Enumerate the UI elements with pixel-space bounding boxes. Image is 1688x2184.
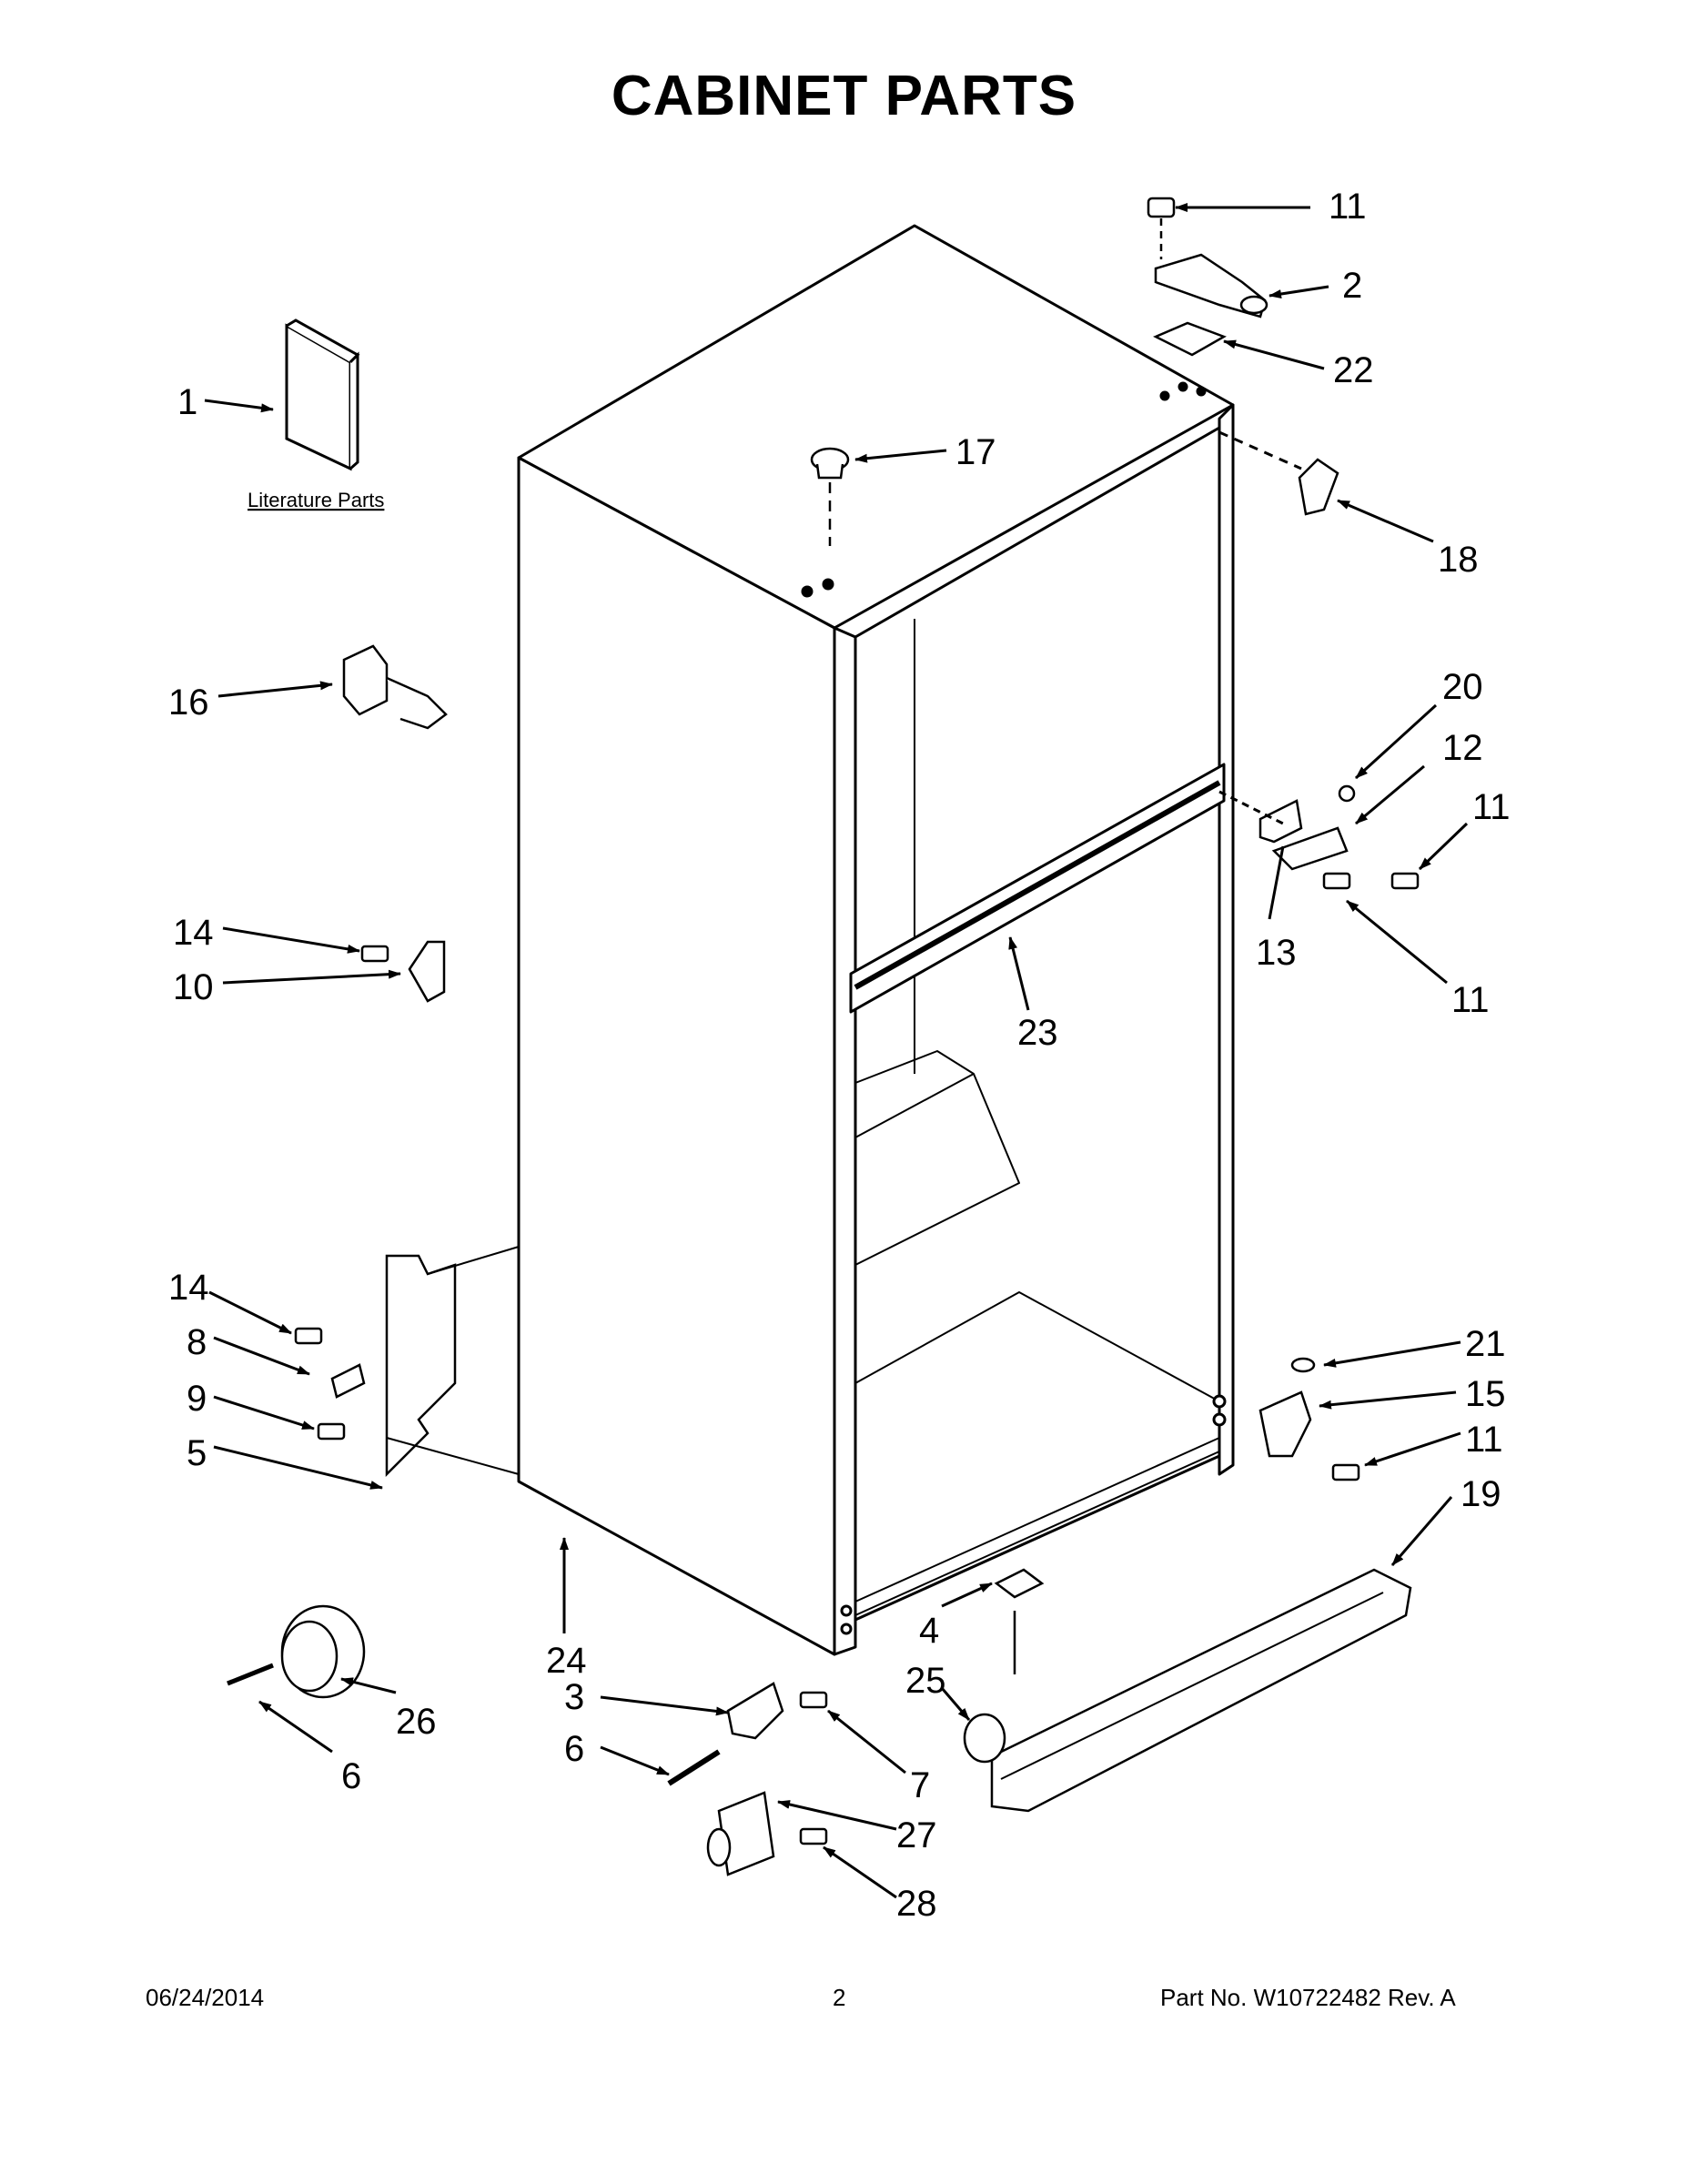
- plug-part-17: [810, 447, 850, 546]
- callout-25: 25: [905, 1661, 946, 1701]
- callout-21: 21: [1465, 1324, 1506, 1364]
- footer-part-number: Part No. W10722482 Rev. A: [1160, 1984, 1456, 2011]
- literature-parts-label: Literature Parts: [248, 489, 384, 511]
- roller-bracket-part-3: [667, 1682, 828, 1786]
- callout-13: 13: [1256, 933, 1297, 973]
- literature-book: [285, 318, 360, 471]
- pad-part-4: [994, 1568, 1045, 1599]
- callout-11b: 11: [1472, 787, 1511, 827]
- callout-23: 23: [1017, 1013, 1058, 1053]
- callout-7: 7: [910, 1765, 930, 1805]
- callout-6b: 6: [564, 1729, 584, 1769]
- bracket-part-10: [360, 940, 446, 1003]
- leveling-bracket-part-27: [706, 1791, 828, 1876]
- callout-15: 15: [1465, 1374, 1506, 1414]
- bumper-part-16: [342, 644, 448, 730]
- callout-17: 17: [955, 432, 996, 472]
- footer-page-number: 2: [833, 1984, 846, 2011]
- callout-11c: 11: [1451, 980, 1490, 1020]
- callout-11a: 11: [1329, 187, 1367, 227]
- bracket-part-5: [294, 1246, 520, 1478]
- roller-part-25: [963, 1713, 1006, 1764]
- leader-arrows: [204, 203, 1469, 1899]
- page-title: CABINET PARTS: [611, 65, 1077, 127]
- callout-3: 3: [564, 1677, 584, 1717]
- callout-28: 28: [896, 1884, 937, 1924]
- footer-date: 06/24/2014: [146, 1984, 265, 2011]
- callout-20: 20: [1442, 667, 1483, 707]
- callout-11d: 11: [1465, 1420, 1503, 1460]
- callout-4: 4: [919, 1611, 939, 1651]
- callout-24: 24: [546, 1641, 587, 1681]
- callout-9: 9: [187, 1379, 207, 1419]
- callout-18: 18: [1438, 540, 1479, 580]
- hinge-cover-part-18: [1298, 458, 1339, 516]
- callout-numbers: 1 11 2 22 17 18 16 20 12 11 14 10 13 11 …: [168, 187, 1511, 1924]
- shim-part-22: [1153, 321, 1227, 357]
- callout-8: 8: [187, 1322, 207, 1362]
- callout-22: 22: [1333, 350, 1374, 390]
- cabinet-body: [517, 224, 1235, 1656]
- callout-1: 1: [177, 382, 197, 422]
- callout-19: 19: [1461, 1474, 1501, 1514]
- callout-2: 2: [1342, 266, 1362, 306]
- wheel-part-26: [227, 1604, 366, 1699]
- callout-10: 10: [173, 967, 214, 1007]
- callout-26: 26: [396, 1702, 437, 1742]
- mullion-bar: [849, 763, 1226, 1014]
- callout-14a: 14: [173, 913, 214, 953]
- callout-14b: 14: [168, 1268, 209, 1308]
- callout-6a: 6: [341, 1756, 361, 1796]
- callout-27: 27: [896, 1815, 937, 1855]
- callout-16: 16: [168, 682, 209, 723]
- top-hinge-part-2: [1147, 197, 1269, 318]
- bottom-hinge-part-15: [1258, 1357, 1360, 1481]
- callout-12: 12: [1442, 728, 1483, 768]
- center-hinge-part-13: [1258, 784, 1420, 890]
- base-grille-part-19: [990, 1568, 1412, 1813]
- callout-5: 5: [187, 1433, 207, 1473]
